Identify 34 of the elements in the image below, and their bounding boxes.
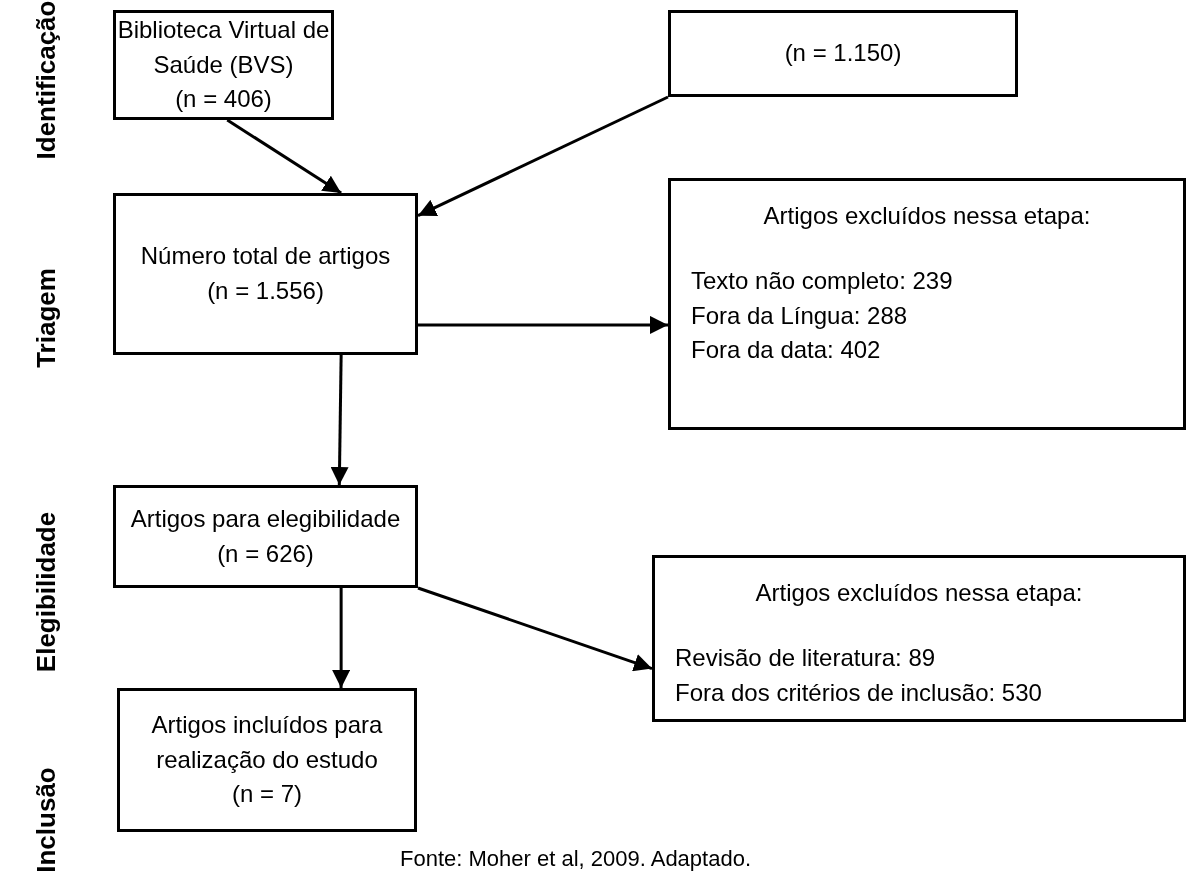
- box-text: Fora da Língua: 288: [691, 300, 908, 331]
- exclusion-box: [652, 555, 1186, 722]
- process-box: [668, 10, 1018, 97]
- box-text: (n = 1.556): [207, 276, 324, 306]
- arrow: [226, 118, 342, 195]
- process-box: [113, 193, 418, 355]
- arrow: [417, 95, 669, 218]
- box-text: (n = 7): [232, 779, 302, 810]
- source-note: Fonte: Moher et al, 2009. Adaptado.: [400, 846, 752, 872]
- phase-label: Identificação: [30, 0, 62, 160]
- arrow: [332, 588, 351, 688]
- arrow: [418, 315, 668, 334]
- box-heading: Artigos incluídos para realização do estudo: [150, 709, 384, 775]
- process-box: [113, 10, 334, 120]
- process-box: [113, 485, 418, 588]
- box-text: Texto não completo: 239: [691, 265, 953, 296]
- box-text: Fora da data: 402: [691, 335, 881, 366]
- box-heading: Biblioteca Virtual de Saúde (BVS): [116, 14, 331, 80]
- phase-label: Inclusão: [30, 767, 62, 873]
- exclusion-box: [668, 178, 1186, 430]
- arrow: [417, 586, 653, 672]
- box-heading: (n = 1.150): [784, 38, 902, 69]
- box-heading: Artigos para elegibilidade: [130, 503, 401, 534]
- box-text: Fora dos critérios de inclusão: 530: [675, 677, 1042, 708]
- box-heading: Artigos excluídos nessa etapa:: [763, 201, 1091, 231]
- arrow: [330, 354, 349, 486]
- box-text: Revisão de literatura: 89: [675, 642, 936, 673]
- phase-label: Elegibilidade: [30, 511, 62, 673]
- box-text: (n = 626): [217, 538, 314, 569]
- box-text: (n = 406): [175, 84, 272, 115]
- process-box: [117, 688, 417, 832]
- phase-label: Triagem: [30, 268, 62, 368]
- box-heading: Artigos excluídos nessa etapa:: [755, 578, 1083, 608]
- box-heading: Número total de artigos: [140, 241, 391, 272]
